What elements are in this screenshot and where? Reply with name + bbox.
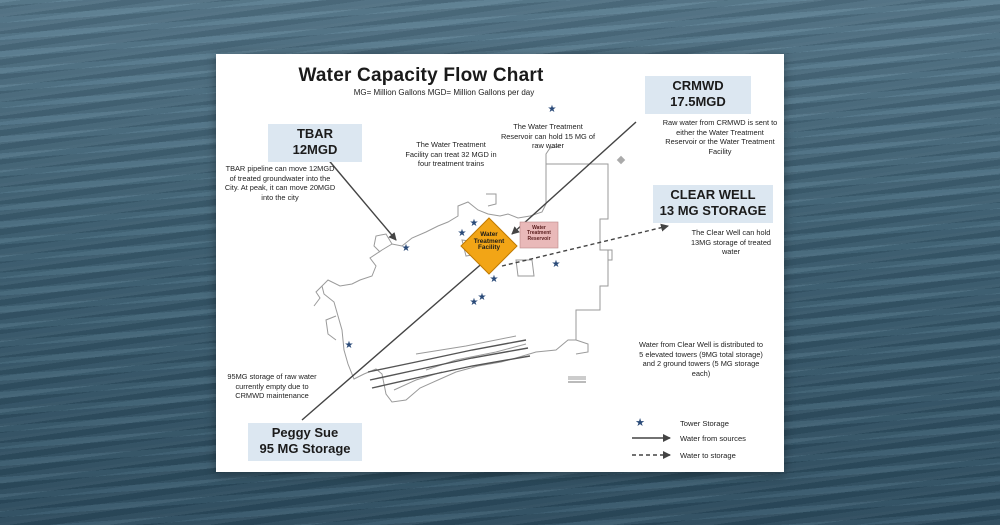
crmwd-note: Raw water from CRMWD is sent to either t… (662, 118, 778, 156)
water-treatment-facility-label: Water Treatment Facility (473, 231, 505, 252)
water-treatment-facility (460, 217, 518, 275)
flow-chart-panel: ★ ★ ★ ★ ★ ★ ★ ★ ★ ★ Water Capacity Flow … (216, 54, 784, 472)
water-treatment-reservoir-label: Water Treatment Reservoir (527, 225, 551, 242)
tower-star-icon: ★ (552, 259, 561, 270)
tbar-box-value: 12MGD (292, 141, 338, 157)
highway-band (367, 339, 531, 389)
map-marker-icon (616, 155, 626, 165)
tbar-note: TBAR pipeline can move 12MGD of treated … (224, 164, 336, 202)
peggysue-box-title: Peggy Sue (271, 425, 339, 440)
chart-subtitle: MG= Million Gallons MGD= Million Gallons… (353, 88, 535, 97)
clearwell-note: The Clear Well can hold 13MG storage of … (690, 228, 772, 257)
legend-star-icon: ★ (635, 417, 645, 429)
tower-star-icon: ★ (490, 274, 499, 285)
reservoir-note: The Water Treatment Reservoir can hold 1… (500, 122, 596, 151)
scale-bar-icon (568, 381, 586, 383)
tbar-flow-arrow (325, 156, 397, 241)
tower-star-icon: ★ (345, 340, 354, 351)
chart-title: Water Capacity Flow Chart (298, 65, 544, 86)
tower-storage-stars: ★ ★ ★ ★ ★ ★ ★ ★ ★ (345, 104, 561, 351)
crmwd-box-title: CRMWD (672, 78, 724, 93)
legend-sources-label: Water from sources (680, 434, 746, 443)
legend-tower-label: Tower Storage (680, 419, 729, 428)
clearwell-box-title: CLEAR WELL (670, 187, 756, 202)
tbar-box-title: TBAR (296, 126, 334, 141)
tower-star-icon: ★ (402, 243, 411, 254)
peggysue-note: 95MG storage of raw water currently empt… (227, 372, 317, 401)
clearwell-box: CLEAR WELL 13 MG STORAGE (653, 185, 773, 223)
legend-storage-label: Water to storage (680, 451, 736, 460)
tbar-box: TBAR 12MGD (268, 124, 362, 162)
clearwell-flow-arrow (501, 223, 669, 267)
peggysue-box-value: 95 MG Storage (259, 440, 351, 456)
tower-star-icon: ★ (470, 218, 479, 229)
tower-star-icon: ★ (478, 292, 487, 303)
peggysue-box: Peggy Sue 95 MG Storage (248, 423, 362, 461)
crmwd-box: CRMWD 17.5MGD (645, 76, 751, 114)
water-treatment-reservoir (519, 221, 559, 249)
treatment-facility-note: The Water Treatment Facility can treat 3… (405, 140, 497, 169)
clearwell-box-value: 13 MG STORAGE (659, 202, 767, 218)
crmwd-box-value: 17.5MGD (670, 93, 726, 109)
scale-bar-icon (568, 376, 586, 380)
tower-star-icon: ★ (470, 297, 479, 308)
tower-star-icon: ★ (548, 104, 557, 115)
crmwd-flow-arrow (511, 121, 637, 235)
city-boundary (313, 145, 613, 403)
tower-star-icon: ★ (458, 228, 467, 239)
distribution-note: Water from Clear Well is distributed to … (638, 340, 764, 378)
map-diagram: ★ ★ ★ ★ ★ ★ ★ ★ ★ ★ (301, 104, 671, 459)
peggysue-flow-arrow (301, 259, 487, 421)
